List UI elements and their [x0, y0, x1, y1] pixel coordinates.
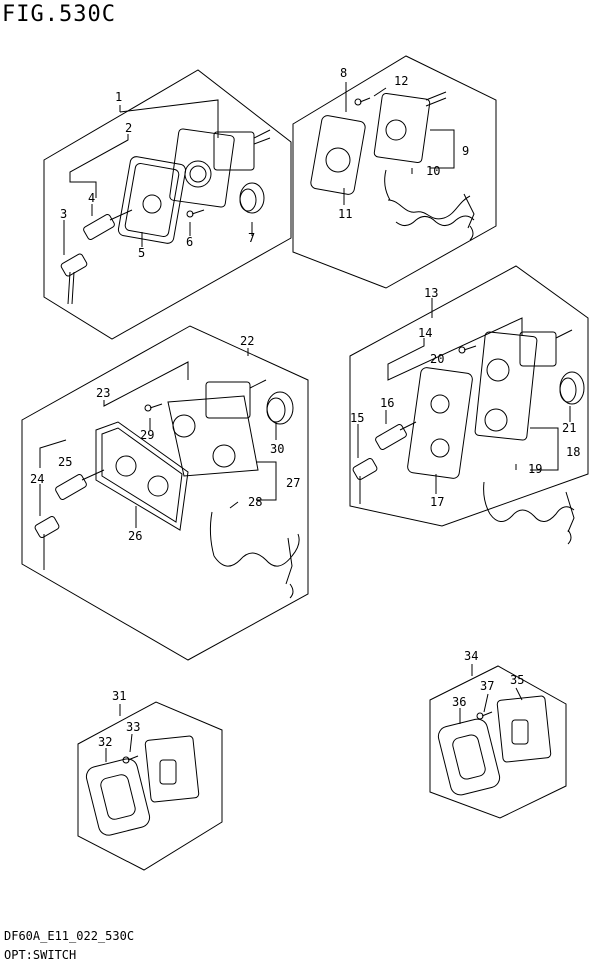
leader-37	[483, 693, 489, 713]
part-label-24: 24	[30, 472, 44, 486]
part-label-30: 30	[270, 442, 284, 456]
group-8-outline	[292, 55, 497, 289]
ignition-switch	[169, 128, 271, 208]
leader-2	[69, 134, 129, 198]
part-label-19: 19	[528, 462, 542, 476]
part-label-33: 33	[126, 720, 140, 734]
part-label-32: 32	[98, 735, 112, 749]
part-label-28: 28	[248, 495, 262, 509]
bracket-27	[256, 461, 277, 501]
part-label-12: 12	[394, 74, 408, 88]
screw-icon	[354, 97, 371, 106]
figure-code: DF60A_E11_022_530C	[4, 929, 135, 943]
part-label-21: 21	[562, 421, 576, 435]
leader-23	[103, 361, 189, 407]
part-label-35: 35	[510, 673, 524, 687]
part-label-9: 9	[462, 144, 469, 158]
cap-icon	[559, 371, 585, 405]
lanyard-coil-icon	[384, 169, 475, 241]
part-label-16: 16	[380, 396, 394, 410]
part-label-13: 13	[424, 286, 438, 300]
leader-12	[373, 87, 387, 97]
group-31-switch-assembly	[77, 701, 223, 871]
cap-icon	[266, 391, 294, 425]
group-22-dual-switch-assembly	[21, 325, 309, 661]
key-icon	[352, 421, 417, 504]
part-label-7: 7	[248, 231, 255, 245]
part-label-3: 3	[60, 207, 67, 221]
stop-switch-panel	[310, 115, 366, 195]
part-label-22: 22	[240, 334, 254, 348]
group-1-key-switch-assembly	[43, 69, 292, 340]
stop-switch	[373, 91, 447, 164]
dual-switch	[474, 329, 573, 441]
rocker-switch	[496, 695, 552, 763]
part-label-17: 17	[430, 495, 444, 509]
screw-icon	[476, 711, 493, 720]
key-icon	[60, 209, 133, 305]
figure-name: OPT:SWITCH	[4, 948, 77, 962]
part-label-4: 4	[88, 191, 95, 205]
part-label-15: 15	[350, 411, 364, 425]
dual-switch	[167, 379, 267, 477]
switch-bezel	[85, 758, 151, 836]
part-label-27: 27	[286, 476, 300, 490]
group-31-outline	[77, 701, 223, 871]
part-label-20: 20	[430, 352, 444, 366]
group-1-outline	[43, 69, 292, 340]
switch-panel	[117, 156, 187, 244]
screw-icon	[458, 345, 477, 354]
bracket-2	[119, 99, 219, 138]
group-13-outline	[349, 265, 589, 527]
switch-bezel	[437, 718, 501, 796]
group-13-dual-switch-assembly	[349, 265, 589, 545]
screw-icon	[122, 755, 139, 764]
lanyard-coil-icon	[209, 511, 300, 599]
part-label-5: 5	[138, 246, 145, 260]
screw-icon	[144, 403, 163, 412]
part-label-25: 25	[58, 455, 72, 469]
part-label-6: 6	[186, 235, 193, 249]
group-34-outline	[429, 665, 567, 819]
part-label-18: 18	[566, 445, 580, 459]
rocker-switch	[144, 735, 200, 803]
part-label-10: 10	[426, 164, 440, 178]
part-label-37: 37	[480, 679, 494, 693]
dual-switch-panel	[407, 367, 473, 479]
group-34-switch-assembly	[429, 664, 567, 819]
part-label-2: 2	[125, 121, 132, 135]
figure-title: FIG.530C	[2, 2, 116, 27]
group-22-outline	[21, 325, 309, 661]
part-label-14: 14	[418, 326, 432, 340]
group-8-stop-switch-assembly	[292, 55, 497, 289]
part-label-36: 36	[452, 695, 466, 709]
part-label-11: 11	[338, 207, 352, 221]
dual-switch-panel	[95, 421, 189, 531]
key-icon	[34, 469, 105, 570]
lanyard-coil-icon	[483, 481, 575, 545]
leader-14	[387, 317, 523, 381]
leader-33	[129, 733, 133, 753]
part-label-31: 31	[112, 689, 126, 703]
part-label-8: 8	[340, 66, 347, 80]
part-label-23: 23	[96, 386, 110, 400]
part-label-29: 29	[140, 428, 154, 442]
part-label-26: 26	[128, 529, 142, 543]
leader-25	[39, 439, 67, 468]
part-label-34: 34	[464, 649, 478, 663]
bracket-18	[530, 427, 559, 471]
screw-icon	[186, 209, 205, 218]
cap-icon	[239, 182, 265, 214]
leader-9	[430, 129, 455, 169]
part-label-1: 1	[115, 90, 122, 104]
leader-28	[229, 501, 239, 509]
